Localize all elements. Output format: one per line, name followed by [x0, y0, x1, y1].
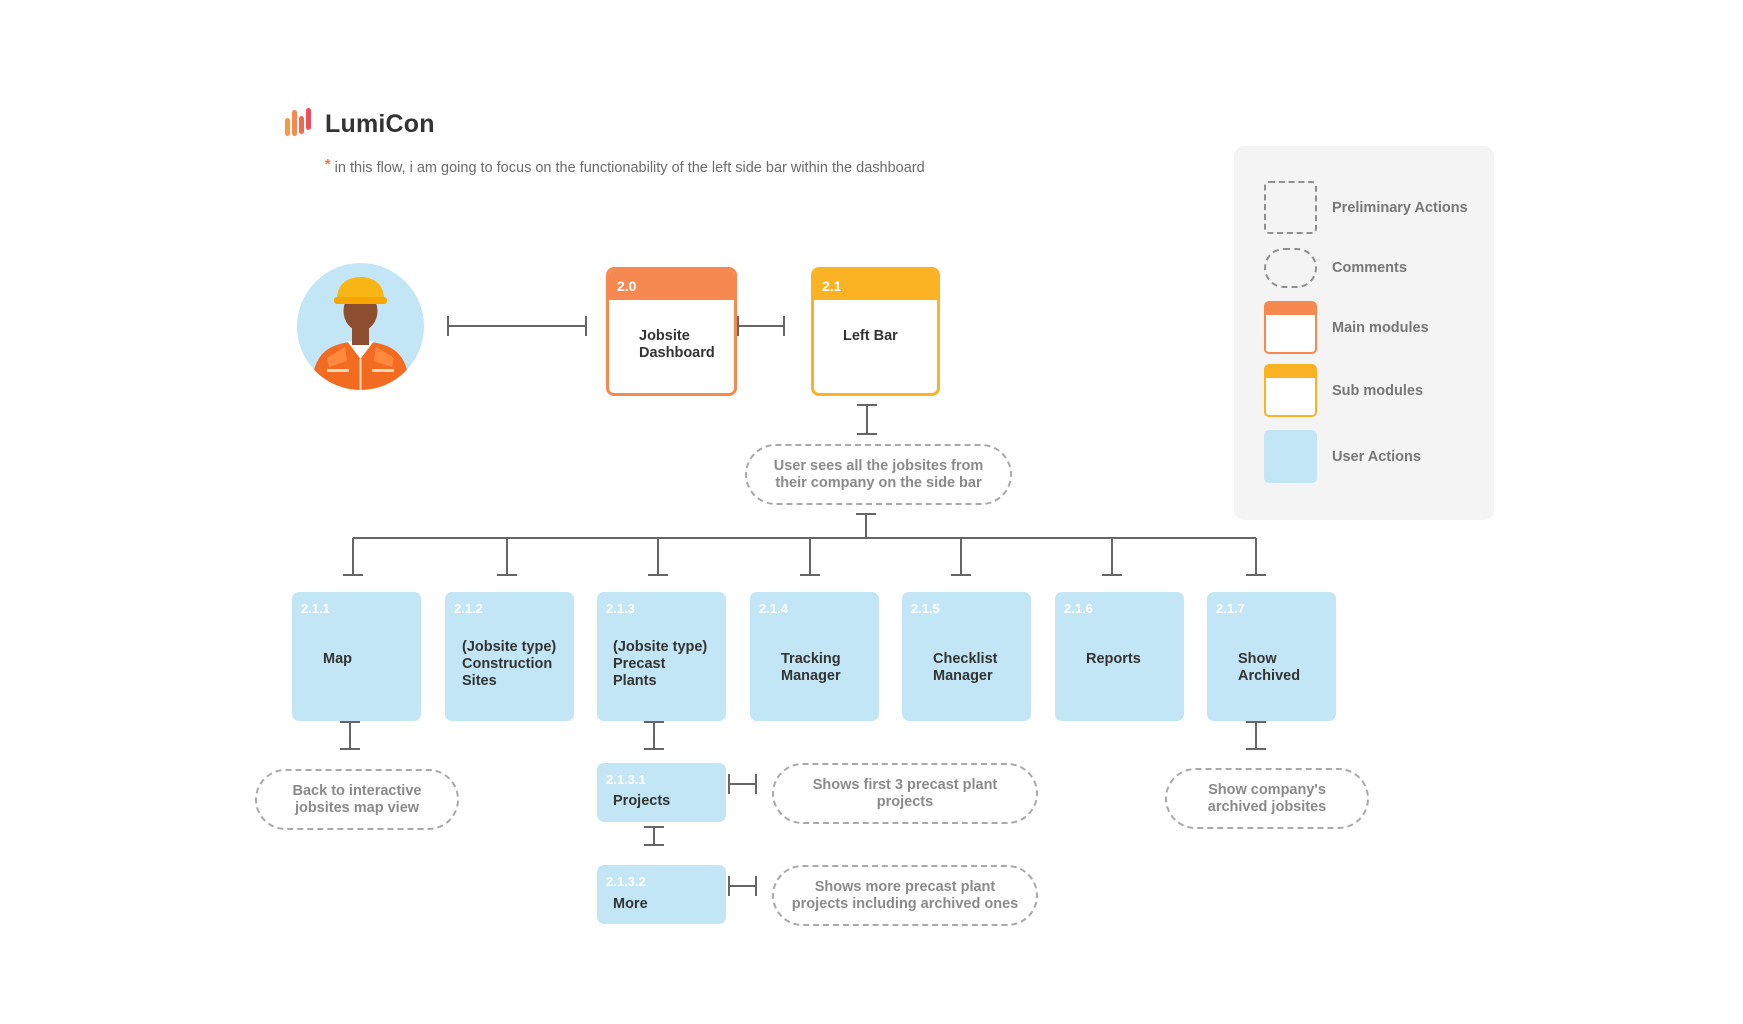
action-more[interactable]: 2.1.3.2 More — [597, 865, 726, 924]
action-code: 2.1.5 — [911, 601, 940, 616]
comment-line: jobsites map view — [294, 799, 420, 816]
action-label-line: Manager — [933, 668, 993, 684]
legend-swatch-sub — [1264, 364, 1317, 417]
comment-line: projects — [876, 793, 934, 810]
connector-projects-comment — [728, 774, 757, 794]
comment-line: Shows more precast plant — [814, 878, 996, 895]
module-label: Jobsite Dashboard — [639, 328, 715, 362]
user-avatar — [297, 263, 424, 390]
comment-line: archived jobsites — [1207, 798, 1327, 815]
action-code: 2.1.2 — [454, 601, 483, 616]
action-label-line: Construction — [462, 656, 553, 672]
action-code: 2.1.7 — [1216, 601, 1245, 616]
note-text: in this flow, i am going to focus on the… — [334, 160, 925, 176]
legend-swatch-preliminary — [1264, 181, 1317, 234]
module-label-line: Dashboard — [639, 345, 715, 361]
action-label: Projects — [613, 793, 671, 809]
action-label-line: (Jobsite type) — [462, 639, 557, 655]
module-jobsite-dashboard[interactable]: 2.0 Jobsite Dashboard — [606, 267, 737, 396]
comment-line: Shows first 3 precast plant — [812, 776, 998, 793]
legend-item-user: User Actions — [1264, 430, 1421, 483]
action-label-line: Show — [1238, 651, 1277, 667]
legend-item-comments: Comments — [1264, 248, 1407, 288]
connector-archived-comment — [1246, 721, 1266, 750]
action-code: 2.1.6 — [1064, 601, 1093, 616]
action-label-line: Plants — [613, 673, 657, 689]
connector-comment-tree — [856, 513, 876, 538]
connector-map-comment — [340, 721, 360, 750]
module-label-line: Jobsite — [639, 328, 690, 344]
action-label-line: Reports — [1086, 651, 1141, 667]
legend-swatch-main — [1264, 301, 1317, 354]
legend-label: Comments — [1332, 260, 1407, 276]
action-label-line: Sites — [462, 673, 497, 689]
action-code: 2.1.3.1 — [606, 772, 646, 787]
connector-dashboard-leftbar — [737, 316, 785, 336]
connector-leftbar-comment — [857, 404, 877, 435]
action-code: 2.1.4 — [759, 601, 788, 616]
action-label-line: Precast — [613, 656, 666, 672]
action-label-line: Manager — [781, 668, 841, 684]
action-label: Map — [323, 651, 352, 668]
legend-item-sub: Sub modules — [1264, 364, 1423, 417]
legend-label: User Actions — [1332, 448, 1421, 465]
legend-label: Main modules — [1332, 319, 1429, 336]
module-code: 2.1 — [814, 270, 937, 300]
connector-precast-projects — [644, 721, 664, 750]
action-label-line: Tracking — [781, 651, 841, 667]
brand-logo: LumiCon — [285, 108, 435, 140]
comment-line: projects including archived ones — [791, 895, 1019, 912]
connector-more-comment — [728, 876, 757, 896]
legend-panel: Preliminary Actions Comments Main module… — [1234, 146, 1494, 520]
connector-avatar-dashboard — [447, 316, 587, 336]
legend-swatch-comments — [1264, 248, 1317, 288]
action-label-line: (Jobsite type) — [613, 639, 708, 655]
module-label: Left Bar — [843, 328, 898, 344]
module-left-bar[interactable]: 2.1 Left Bar — [811, 267, 940, 396]
legend-item-preliminary: Preliminary Actions — [1264, 181, 1468, 234]
action-reports[interactable]: 2.1.6 Reports — [1055, 592, 1184, 721]
action-label-line: Checklist — [933, 651, 998, 667]
connector-projects-more — [644, 826, 664, 846]
action-label-line: Archived — [1238, 668, 1301, 684]
legend-swatch-user — [1264, 430, 1317, 483]
comment-line: their company on the side bar — [775, 474, 982, 491]
comment-line: User sees all the jobsites from — [773, 457, 984, 474]
action-label-line: Map — [323, 651, 352, 667]
action-projects[interactable]: 2.1.3.1 Projects — [597, 763, 726, 822]
action-code: 2.1.1 — [301, 601, 330, 616]
action-label: More — [613, 896, 648, 912]
module-code: 2.0 — [609, 270, 734, 300]
note-star: * — [325, 157, 331, 173]
action-code: 2.1.3.2 — [606, 874, 646, 889]
flow-note: *in this flow, i am going to focus on th… — [325, 157, 925, 176]
brand-name: LumiCon — [325, 109, 435, 138]
lumicon-logo-icon — [285, 108, 311, 136]
legend-label: Sub modules — [1332, 382, 1424, 399]
comment-line: Back to interactive — [292, 782, 422, 799]
connector-tree-drops — [343, 538, 1266, 576]
action-map[interactable]: 2.1.1 Map — [292, 592, 421, 721]
action-label: Reports — [1086, 651, 1141, 668]
legend-item-main: Main modules — [1264, 301, 1429, 354]
legend-label: Preliminary Actions — [1332, 199, 1468, 216]
action-code: 2.1.3 — [606, 601, 635, 616]
comment-line: Show company's — [1208, 781, 1326, 798]
